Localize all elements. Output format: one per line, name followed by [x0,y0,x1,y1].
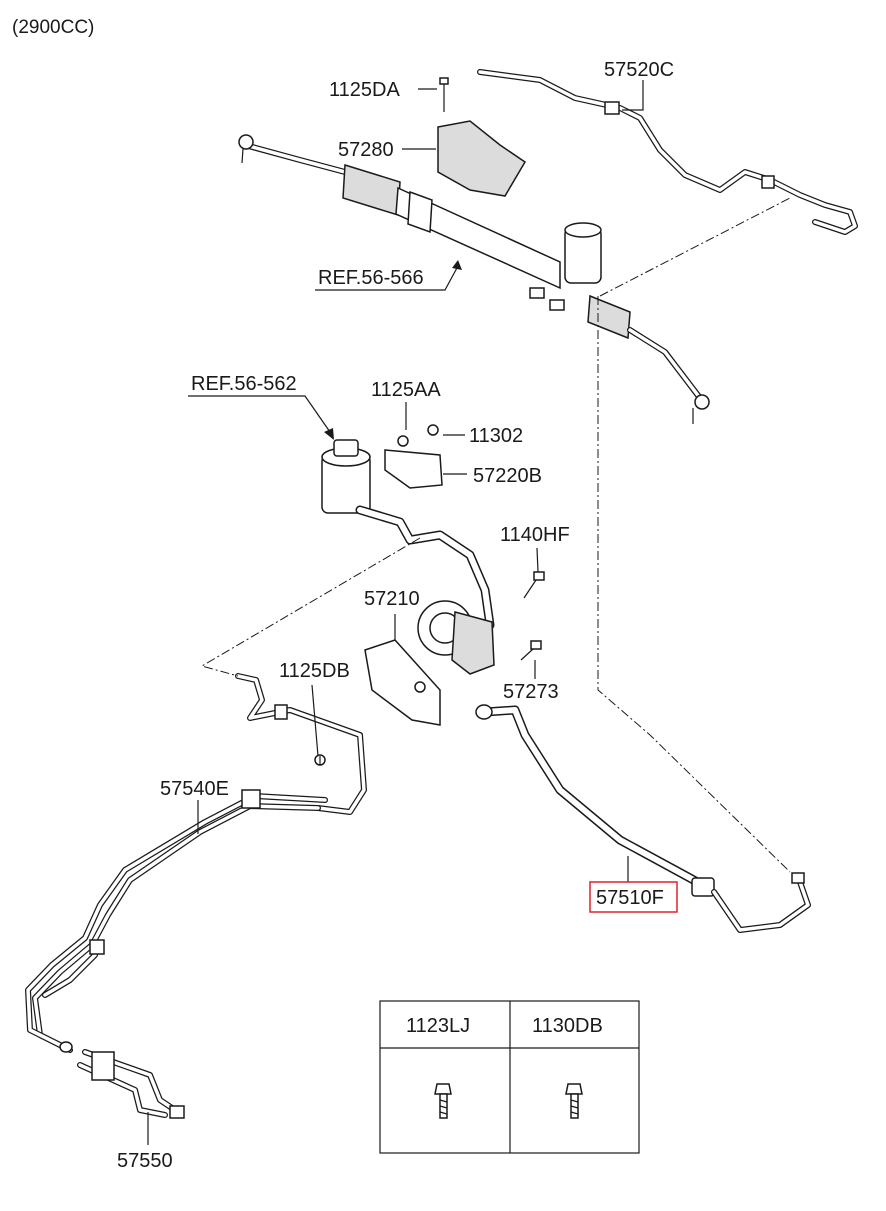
callout-ref-56-566[interactable]: REF.56-566 [318,267,424,289]
pump-assembly [364,571,545,726]
bolt-1123lj-icon [434,1083,452,1119]
callout-57510f[interactable]: 57510F [596,887,664,909]
fastener-col-1123lj[interactable]: 1123LJ [406,1015,470,1037]
callout-57210[interactable]: 57210 [364,588,420,610]
fastener-col-1130db[interactable]: 1130DB [532,1015,603,1037]
callout-57520c[interactable]: 57520C [604,59,674,81]
callout-1125db[interactable]: 1125DB [279,660,350,682]
callout-11302[interactable]: 11302 [469,425,523,447]
bolt-1130db-icon [565,1083,583,1119]
callout-57220b[interactable]: 57220B [473,465,542,487]
steering-gear-assembly [238,120,710,424]
callout-57280[interactable]: 57280 [338,139,394,161]
callout-1140hf[interactable]: 1140HF [500,524,570,546]
pump-bracket-57210 [364,639,441,726]
bracket-57220b [384,424,443,489]
reservoir-assembly [321,439,495,630]
callout-ref-56-562[interactable]: REF.56-562 [191,373,297,395]
engine-variant-label: (2900CC) [12,17,94,38]
leader-lines [147,80,644,1145]
callout-57550[interactable]: 57550 [117,1150,173,1172]
phantom-connection-lines [200,197,791,873]
callout-57540e[interactable]: 57540E [160,778,229,800]
callout-1125da[interactable]: 1125DA [329,79,400,101]
highlight-box-57510f [589,881,678,913]
return-tube-57520c [477,69,858,235]
cooler-tubes [25,673,367,1119]
callout-57273[interactable]: 57273 [503,681,559,703]
pressure-hose-57510f [475,704,811,933]
bolt-1125da [439,77,449,112]
rack-cover-part [437,120,527,197]
callout-1125aa[interactable]: 1125AA [371,379,441,401]
callout-labels: 57520C 1125DA 57280 REF.56-566 REF.56-56… [117,59,678,1172]
fastener-table: 1123LJ 1130DB [379,1000,640,1154]
